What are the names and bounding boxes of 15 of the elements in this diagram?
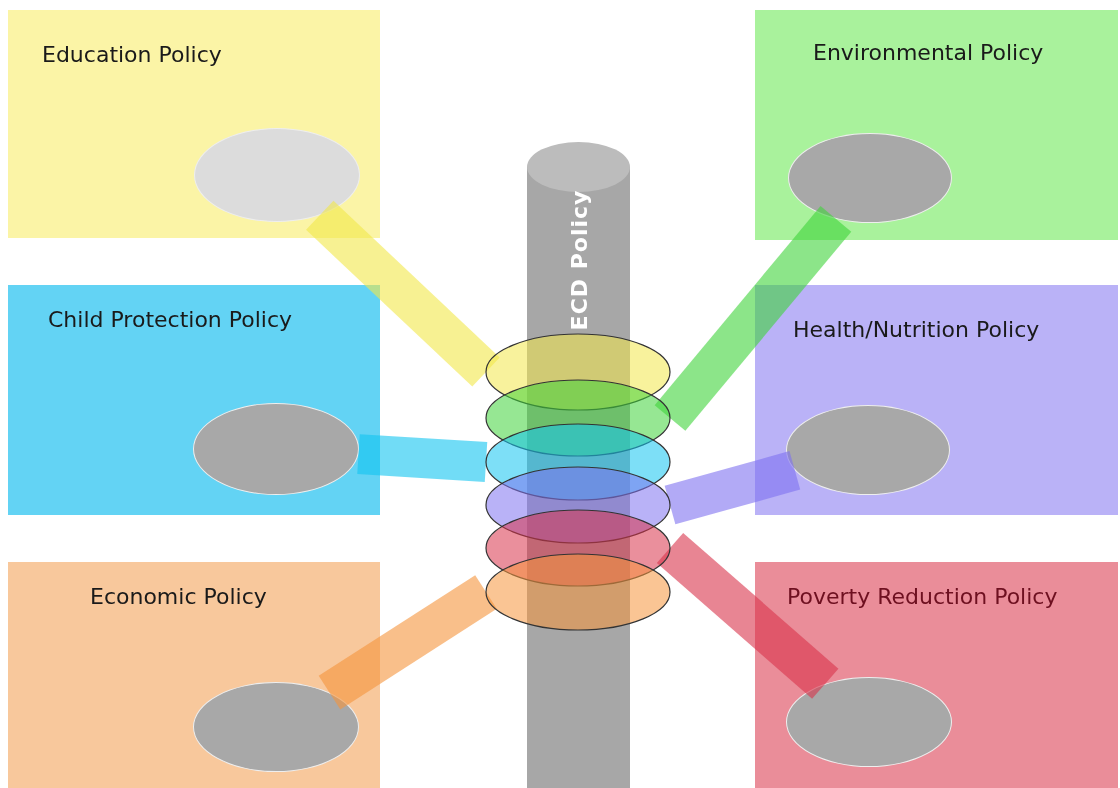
panel-heading: Environmental Policy xyxy=(813,40,1044,65)
panel-heading: Education Policy xyxy=(42,42,222,67)
policy-panel xyxy=(755,285,1118,515)
ring xyxy=(485,553,671,631)
policy-panel xyxy=(8,285,380,515)
policy-panel xyxy=(755,562,1118,788)
panel-heading: Health/Nutrition Policy xyxy=(793,317,1040,342)
policy-panel xyxy=(8,10,380,238)
panel-heading: Economic Policy xyxy=(90,584,267,609)
panel-heading: Child Protection Policy xyxy=(48,307,293,332)
policy-panel xyxy=(8,562,380,788)
panel-heading: Poverty Reduction Policy xyxy=(787,584,1058,609)
band-connector xyxy=(318,575,497,710)
node-label: ECD Policy xyxy=(566,189,591,331)
policy-panel xyxy=(755,10,1118,240)
